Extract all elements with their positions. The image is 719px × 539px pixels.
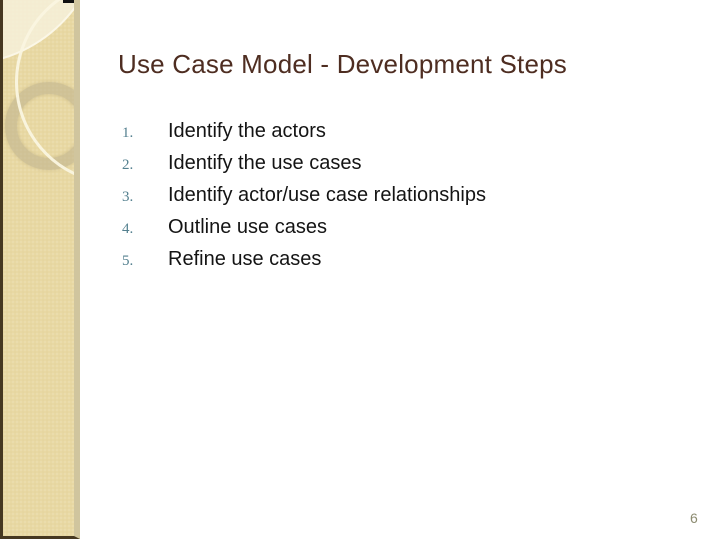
list-item-text: Identify actor/use case relationships [168,184,486,206]
list-item: 4. Outline use cases [120,211,486,243]
list-item: 1. Identify the actors [120,115,486,147]
page-number: 6 [690,510,698,526]
list-item-number: 2. [122,157,134,173]
list-item-text: Identify the use cases [168,152,362,174]
black-mark-decoration [63,0,74,3]
list-item: 2. Identify the use cases [120,147,486,179]
list-item: 5. Refine use cases [120,243,486,275]
slide-title: Use Case Model - Development Steps [118,49,568,79]
list-item-number: 4. [122,221,134,237]
list-item: 3. Identify actor/use case relationships [120,179,486,211]
list-item-number: 3. [122,189,134,205]
list-item-number: 1. [122,125,134,141]
list-item-text: Identify the actors [168,120,326,142]
list-item-text: Refine use cases [168,248,322,270]
steps-list: 1. Identify the actors 2. Identify the u… [120,115,486,275]
list-item-number: 5. [122,253,134,269]
list-item-text: Outline use cases [168,216,327,238]
sidebar-decoration [0,0,80,539]
